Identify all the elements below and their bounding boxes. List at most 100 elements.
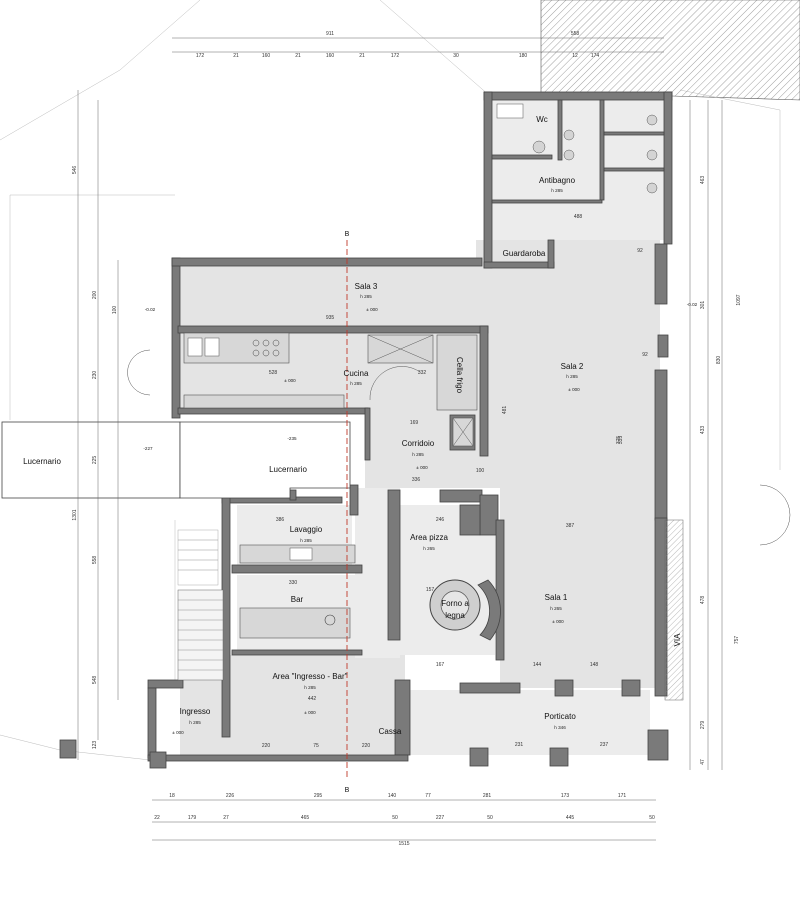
- dim-right: 478: [700, 596, 706, 605]
- room-bar: Bar: [291, 595, 304, 604]
- dim-bottom: 179: [188, 815, 197, 821]
- room-cucina: Cucina: [344, 369, 369, 378]
- level-lucernario-center: -235: [287, 436, 297, 441]
- section-mark-top: B: [345, 231, 350, 238]
- room-area-ingresso-bar: Area "Ingresso - Bar": [272, 672, 347, 681]
- dim-bottom: 281: [483, 793, 492, 799]
- dim-top: 30: [453, 53, 459, 59]
- room-sala3-lvl: ± 000: [366, 307, 378, 312]
- dim-interior: 220: [362, 743, 371, 749]
- dim-interior: 157: [426, 587, 435, 593]
- dim-bottom: 50: [487, 815, 493, 821]
- context-buildings: [0, 0, 800, 761]
- dim-bottom: 171: [618, 793, 627, 799]
- dim-top: 172: [391, 53, 400, 59]
- dim-interior: 481: [502, 406, 508, 415]
- dim-bottom: 295: [314, 793, 323, 799]
- dim-interior: 387: [566, 523, 575, 529]
- room-lucernario-left: Lucernario: [23, 457, 61, 466]
- dim-top: 21: [359, 53, 365, 59]
- room-corridoio-lvl: ± 000: [416, 465, 428, 470]
- room-ingresso-lvl: ± 000: [172, 730, 184, 735]
- dim-top: 12: [572, 53, 578, 59]
- floor-areas: [178, 100, 665, 755]
- level-sala3-left: -0.02: [145, 307, 156, 312]
- road-label: VIA: [673, 633, 682, 647]
- dim-interior: 92: [637, 248, 643, 254]
- top-dimensions: 911 558 172 21 160 21 160 21 172 30 180 …: [196, 31, 600, 59]
- section-line: B B: [345, 231, 350, 794]
- dim-right: 47: [700, 759, 706, 765]
- room-porticato-h: h 346: [554, 725, 566, 730]
- dim-top: 160: [326, 53, 335, 59]
- dim-left: 1301: [72, 509, 78, 520]
- room-cucina-lvl: ± 000: [284, 378, 296, 383]
- dim-interior: 246: [436, 517, 445, 523]
- dim-top: 180: [519, 53, 528, 59]
- dim-bottom: 227: [436, 815, 445, 821]
- room-ingresso-h: h 285: [189, 720, 201, 725]
- dim-left: 558: [92, 556, 98, 565]
- room-sala2-h: h 285: [566, 374, 578, 379]
- room-forno-l2: legna: [445, 611, 465, 620]
- dim-interior: 375: [616, 436, 622, 445]
- dim-interior: 75: [313, 743, 319, 749]
- room-lavaggio: Lavaggio: [290, 525, 323, 534]
- dim-bottom: 77: [425, 793, 431, 799]
- room-porticato: Porticato: [544, 712, 576, 721]
- dim-right: 830: [716, 356, 722, 365]
- room-sala3: Sala 3: [355, 282, 378, 291]
- dim-total-width: 1515: [398, 841, 409, 847]
- dim-interior: 935: [326, 315, 335, 321]
- dim-interior: 332: [418, 370, 427, 376]
- room-area-ingresso-bar-h: h 285: [304, 685, 316, 690]
- dim-interior: 336: [412, 477, 421, 483]
- dim-interior: 144: [533, 662, 542, 668]
- dim-bottom: 50: [649, 815, 655, 821]
- interior-dimensions: 488 386 100 92 92 335 387 481 375 330 33…: [262, 214, 648, 749]
- room-forno-l1: Forno a: [441, 599, 469, 608]
- room-sala1-h: h 265: [550, 606, 562, 611]
- bottom-dimensions: 18 226 295 140 77 281 173 171 22 179 27 …: [154, 793, 655, 847]
- room-sala2-lvl: ± 000: [568, 387, 580, 392]
- room-labels: Wc Antibagno h 285 Guardaroba Sala 3 h 2…: [23, 115, 698, 736]
- dim-right: 463: [700, 176, 706, 185]
- dim-right: 279: [700, 721, 706, 730]
- room-sala2: Sala 2: [561, 362, 584, 371]
- skylights: [1, 421, 351, 499]
- dim-interior: 148: [590, 662, 599, 668]
- room-corridoio: Corridoio: [402, 439, 435, 448]
- dim-left: 123: [92, 741, 98, 750]
- room-sala1-lvl: ± 000: [552, 619, 564, 624]
- dim-bottom: 50: [392, 815, 398, 821]
- left-dimensions: 546 1301 558 548 200 100 230 225 123: [72, 166, 118, 750]
- room-wc: Wc: [536, 115, 548, 124]
- dim-interior: 335: [618, 436, 624, 445]
- room-cella-frigo: Cella frigo: [455, 357, 464, 394]
- dim-right: 1097: [736, 294, 742, 305]
- dim-interior: 330: [289, 580, 298, 586]
- dim-left: 548: [92, 676, 98, 685]
- right-dimensions: 463 1097 830 433 301 757 478 279 47: [700, 176, 742, 765]
- dim-top: 160: [262, 53, 271, 59]
- room-corridoio-h: h 285: [412, 452, 424, 457]
- dim-top-right: 558: [571, 31, 580, 37]
- dim-interior: 220: [262, 743, 271, 749]
- room-cucina-h: h 285: [350, 381, 362, 386]
- dim-right: 301: [700, 301, 706, 310]
- room-antibagno-h: h 285: [551, 188, 563, 193]
- room-antibagno: Antibagno: [539, 176, 576, 185]
- dim-interior: 100: [476, 468, 485, 474]
- dim-bottom: 22: [154, 815, 160, 821]
- dim-left: 100: [112, 306, 118, 315]
- dim-interior: 442: [308, 696, 317, 702]
- dim-bottom: 465: [301, 815, 310, 821]
- level-lucernario-left: -227: [143, 446, 153, 451]
- section-mark-bottom: B: [345, 787, 350, 794]
- dimension-lines: [77, 37, 723, 841]
- dim-bottom: 18: [169, 793, 175, 799]
- stair: [177, 529, 223, 671]
- dim-interior: 528: [269, 370, 278, 376]
- dim-interior: 92: [642, 352, 648, 358]
